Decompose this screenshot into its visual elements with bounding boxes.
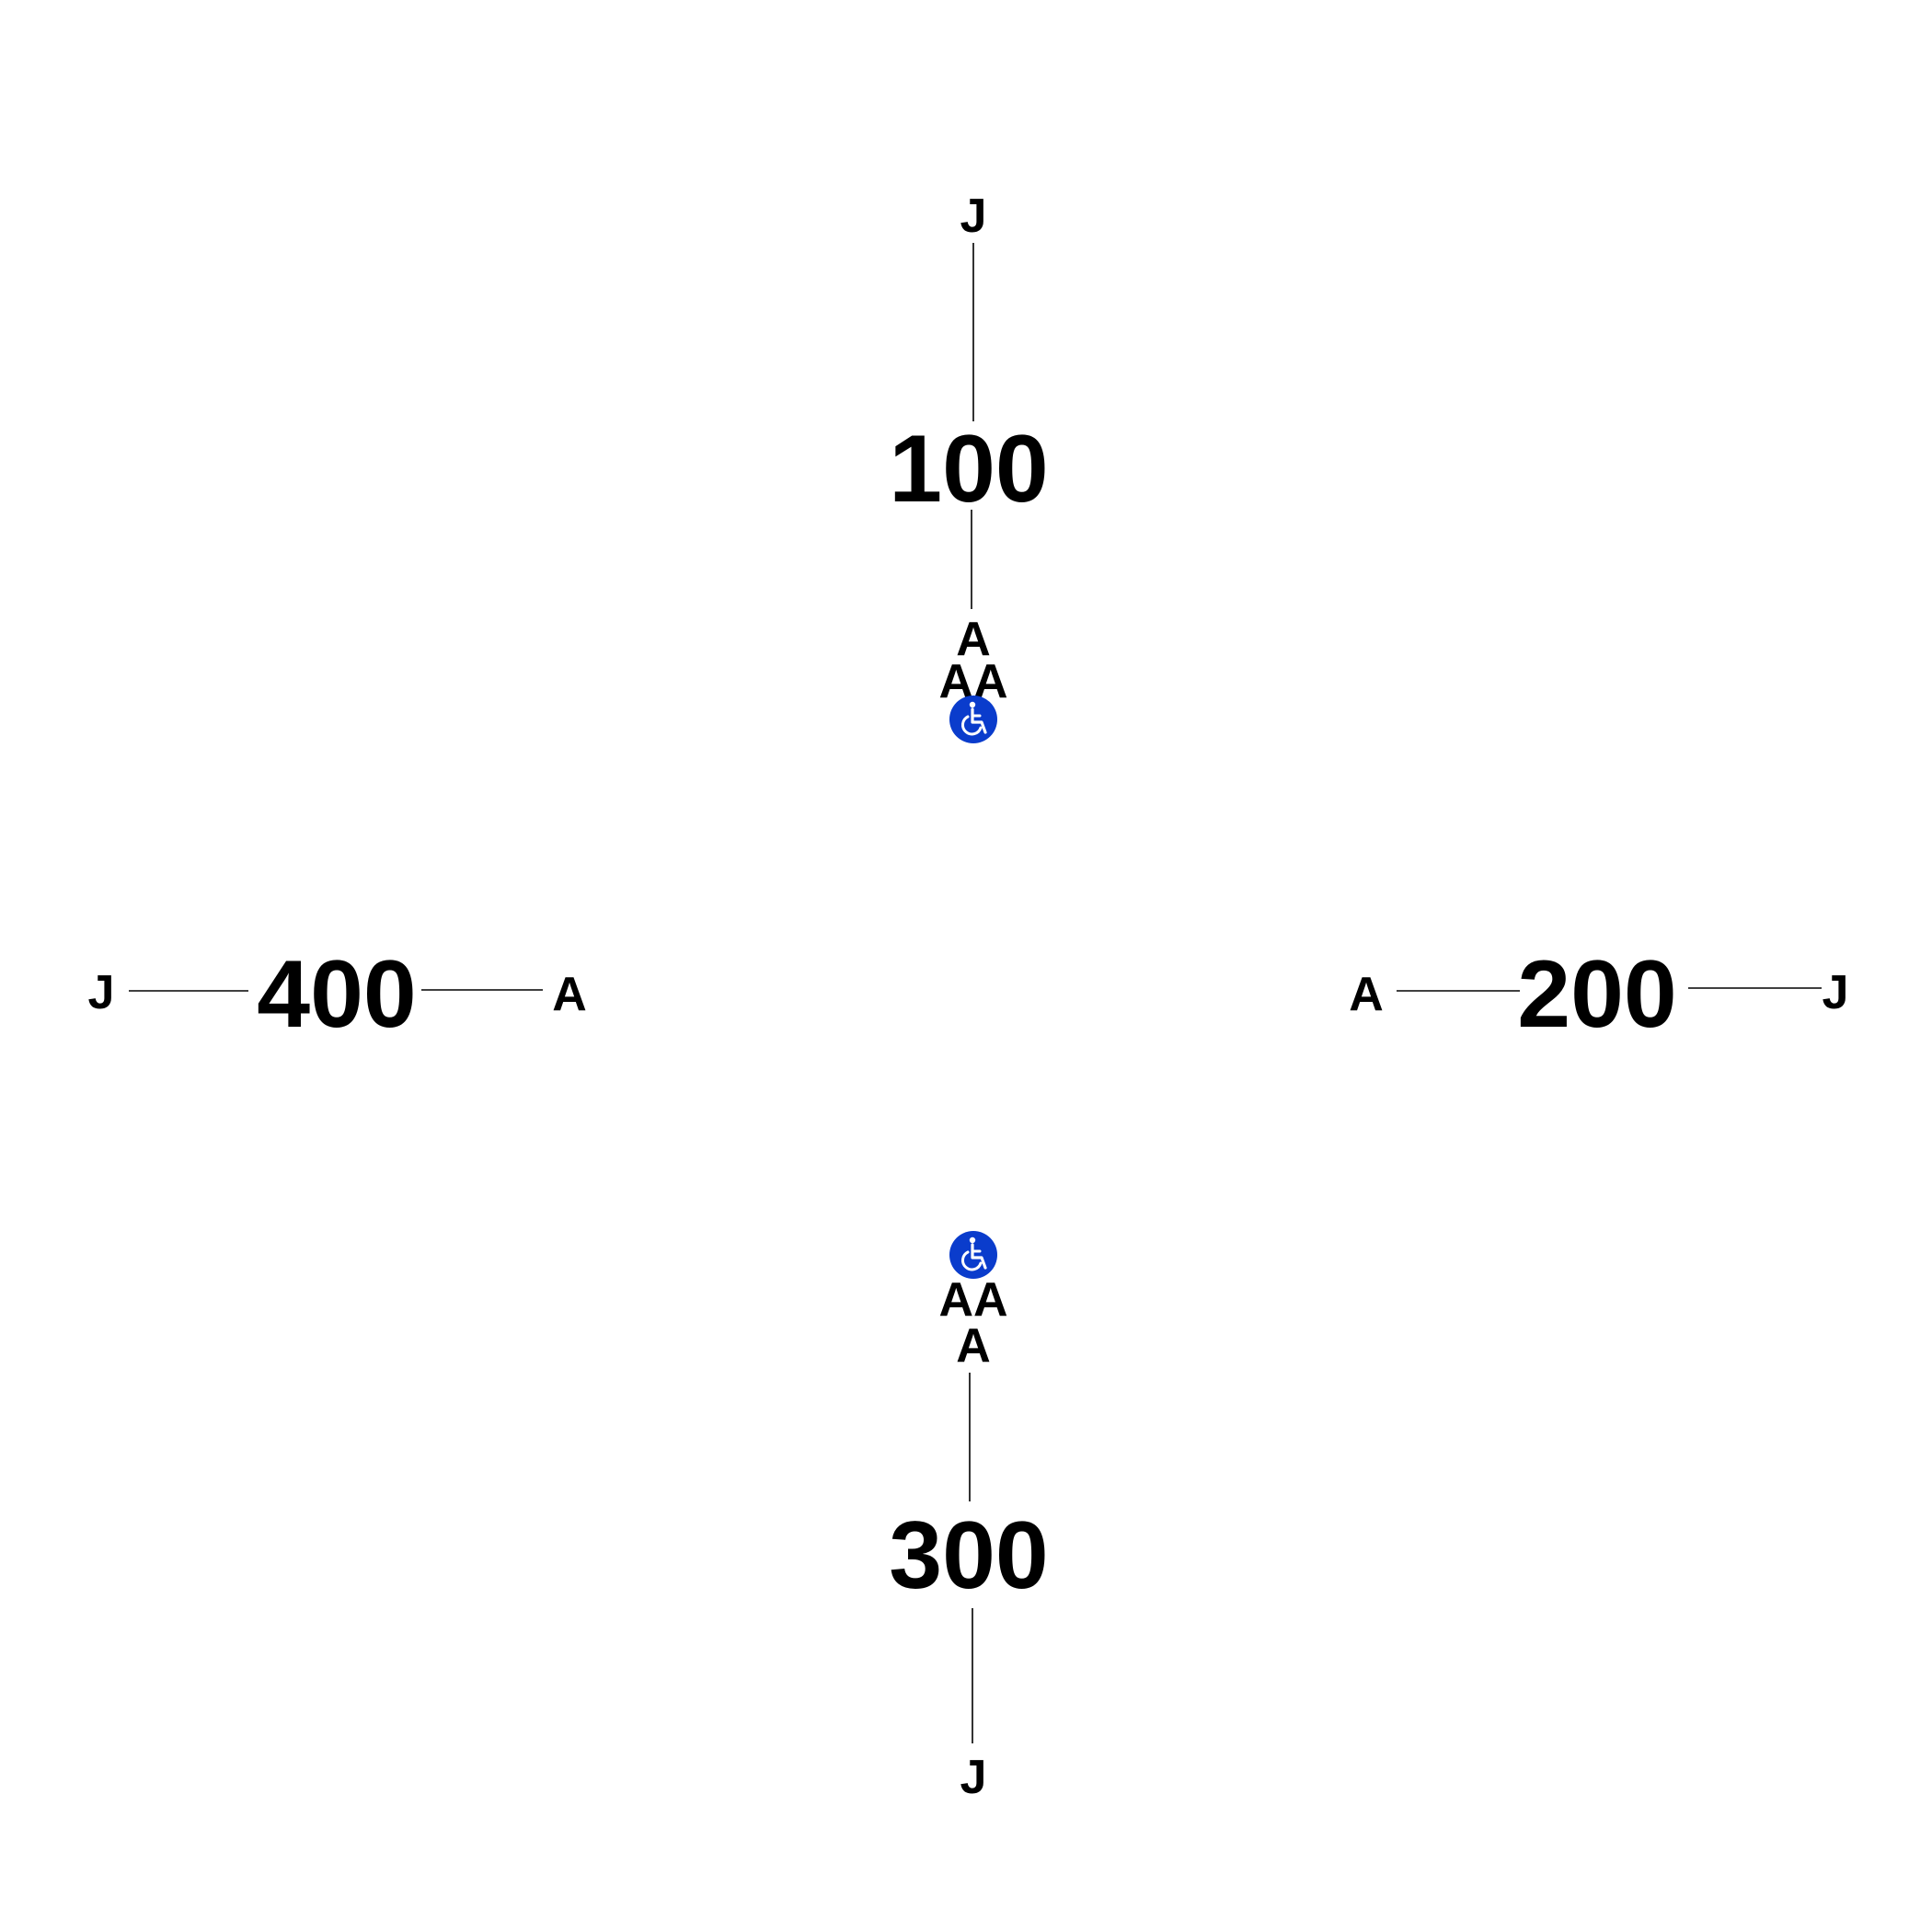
top-far-end-label: J xyxy=(960,190,987,243)
right-near-end-label: A xyxy=(1349,968,1384,1021)
bottom-number: 300 xyxy=(889,1502,1049,1609)
bottom-near-label-2: A xyxy=(956,1319,991,1373)
wheelchair-icon xyxy=(949,696,997,743)
left-number: 400 xyxy=(257,941,417,1048)
wheelchair-icon xyxy=(949,1231,997,1279)
left-near-end-label: A xyxy=(552,968,587,1021)
branch-right: A 200 J xyxy=(1349,941,1848,1048)
right-far-end-label: J xyxy=(1823,966,1849,1019)
top-near-label-1: A xyxy=(956,613,991,666)
branch-left: J 400 A xyxy=(88,941,587,1048)
branch-top: J 100 A AA xyxy=(889,190,1049,743)
top-number: 100 xyxy=(889,416,1049,523)
right-number: 200 xyxy=(1517,941,1677,1048)
left-far-end-label: J xyxy=(88,966,115,1019)
bottom-far-end-label: J xyxy=(960,1751,987,1804)
bottom-near-label-1: AA xyxy=(938,1273,1007,1327)
branch-bottom: AA A 300 J xyxy=(889,1231,1049,1804)
